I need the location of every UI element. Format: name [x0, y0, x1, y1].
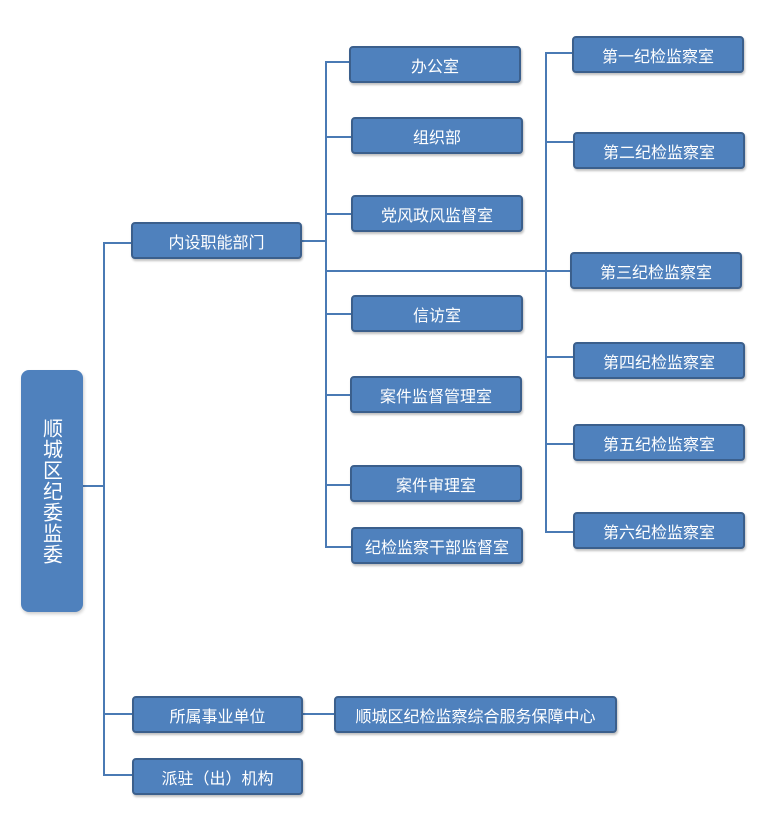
connector-office-1	[545, 52, 573, 54]
inspection-office-node: 第二纪检监察室	[573, 132, 745, 169]
department-node: 案件监督管理室	[350, 376, 522, 413]
department-node: 纪检监察干部监督室	[351, 527, 523, 564]
department-node: 案件审理室	[350, 465, 522, 502]
connector-to-dispatched	[103, 774, 133, 776]
inspection-office-node: 第一纪检监察室	[572, 36, 744, 73]
connector-to-affiliated	[103, 713, 133, 715]
connector-dept-5	[325, 394, 351, 396]
inspection-office-node: 第六纪检监察室	[573, 512, 745, 549]
connector-office-2	[545, 141, 574, 143]
connector-office-4	[545, 356, 574, 358]
department-node: 办公室	[349, 46, 521, 83]
connector-departments-trunk	[325, 61, 327, 548]
connector-root-right	[82, 485, 104, 487]
connector-to-inspection-group	[325, 270, 572, 272]
affiliated-unit-node: 顺城区纪检监察综合服务保障中心	[334, 696, 617, 733]
inspection-office-node: 第五纪检监察室	[573, 424, 745, 461]
connector-dept-3	[325, 213, 352, 215]
internal-departments-node: 内设职能部门	[131, 222, 302, 259]
department-node: 党风政风监督室	[351, 195, 523, 232]
inspection-office-node: 第三纪检监察室	[570, 252, 742, 289]
department-node: 信访室	[351, 295, 523, 332]
connector-level1-trunk	[103, 243, 105, 776]
root-node: 顺城区纪委监委	[21, 370, 83, 612]
connector-office-5	[545, 443, 574, 445]
connector-dept-7	[325, 546, 352, 548]
affiliated-units-node: 所属事业单位	[132, 696, 303, 733]
root-node-label: 顺城区纪委监委	[39, 417, 64, 565]
connector-inspection-trunk	[545, 52, 547, 533]
department-node: 组织部	[351, 117, 523, 154]
connector-dept-2	[325, 136, 352, 138]
connector-dept-4	[325, 313, 352, 315]
inspection-office-node: 第四纪检监察室	[573, 342, 745, 379]
connector-affiliated-unit	[302, 713, 336, 715]
connector-to-internal	[103, 242, 133, 244]
connector-internal-right	[301, 240, 327, 242]
dispatched-agencies-node: 派驻（出）机构	[132, 758, 303, 795]
connector-dept-1	[325, 61, 350, 63]
connector-dept-6	[325, 484, 351, 486]
connector-office-6	[545, 531, 574, 533]
